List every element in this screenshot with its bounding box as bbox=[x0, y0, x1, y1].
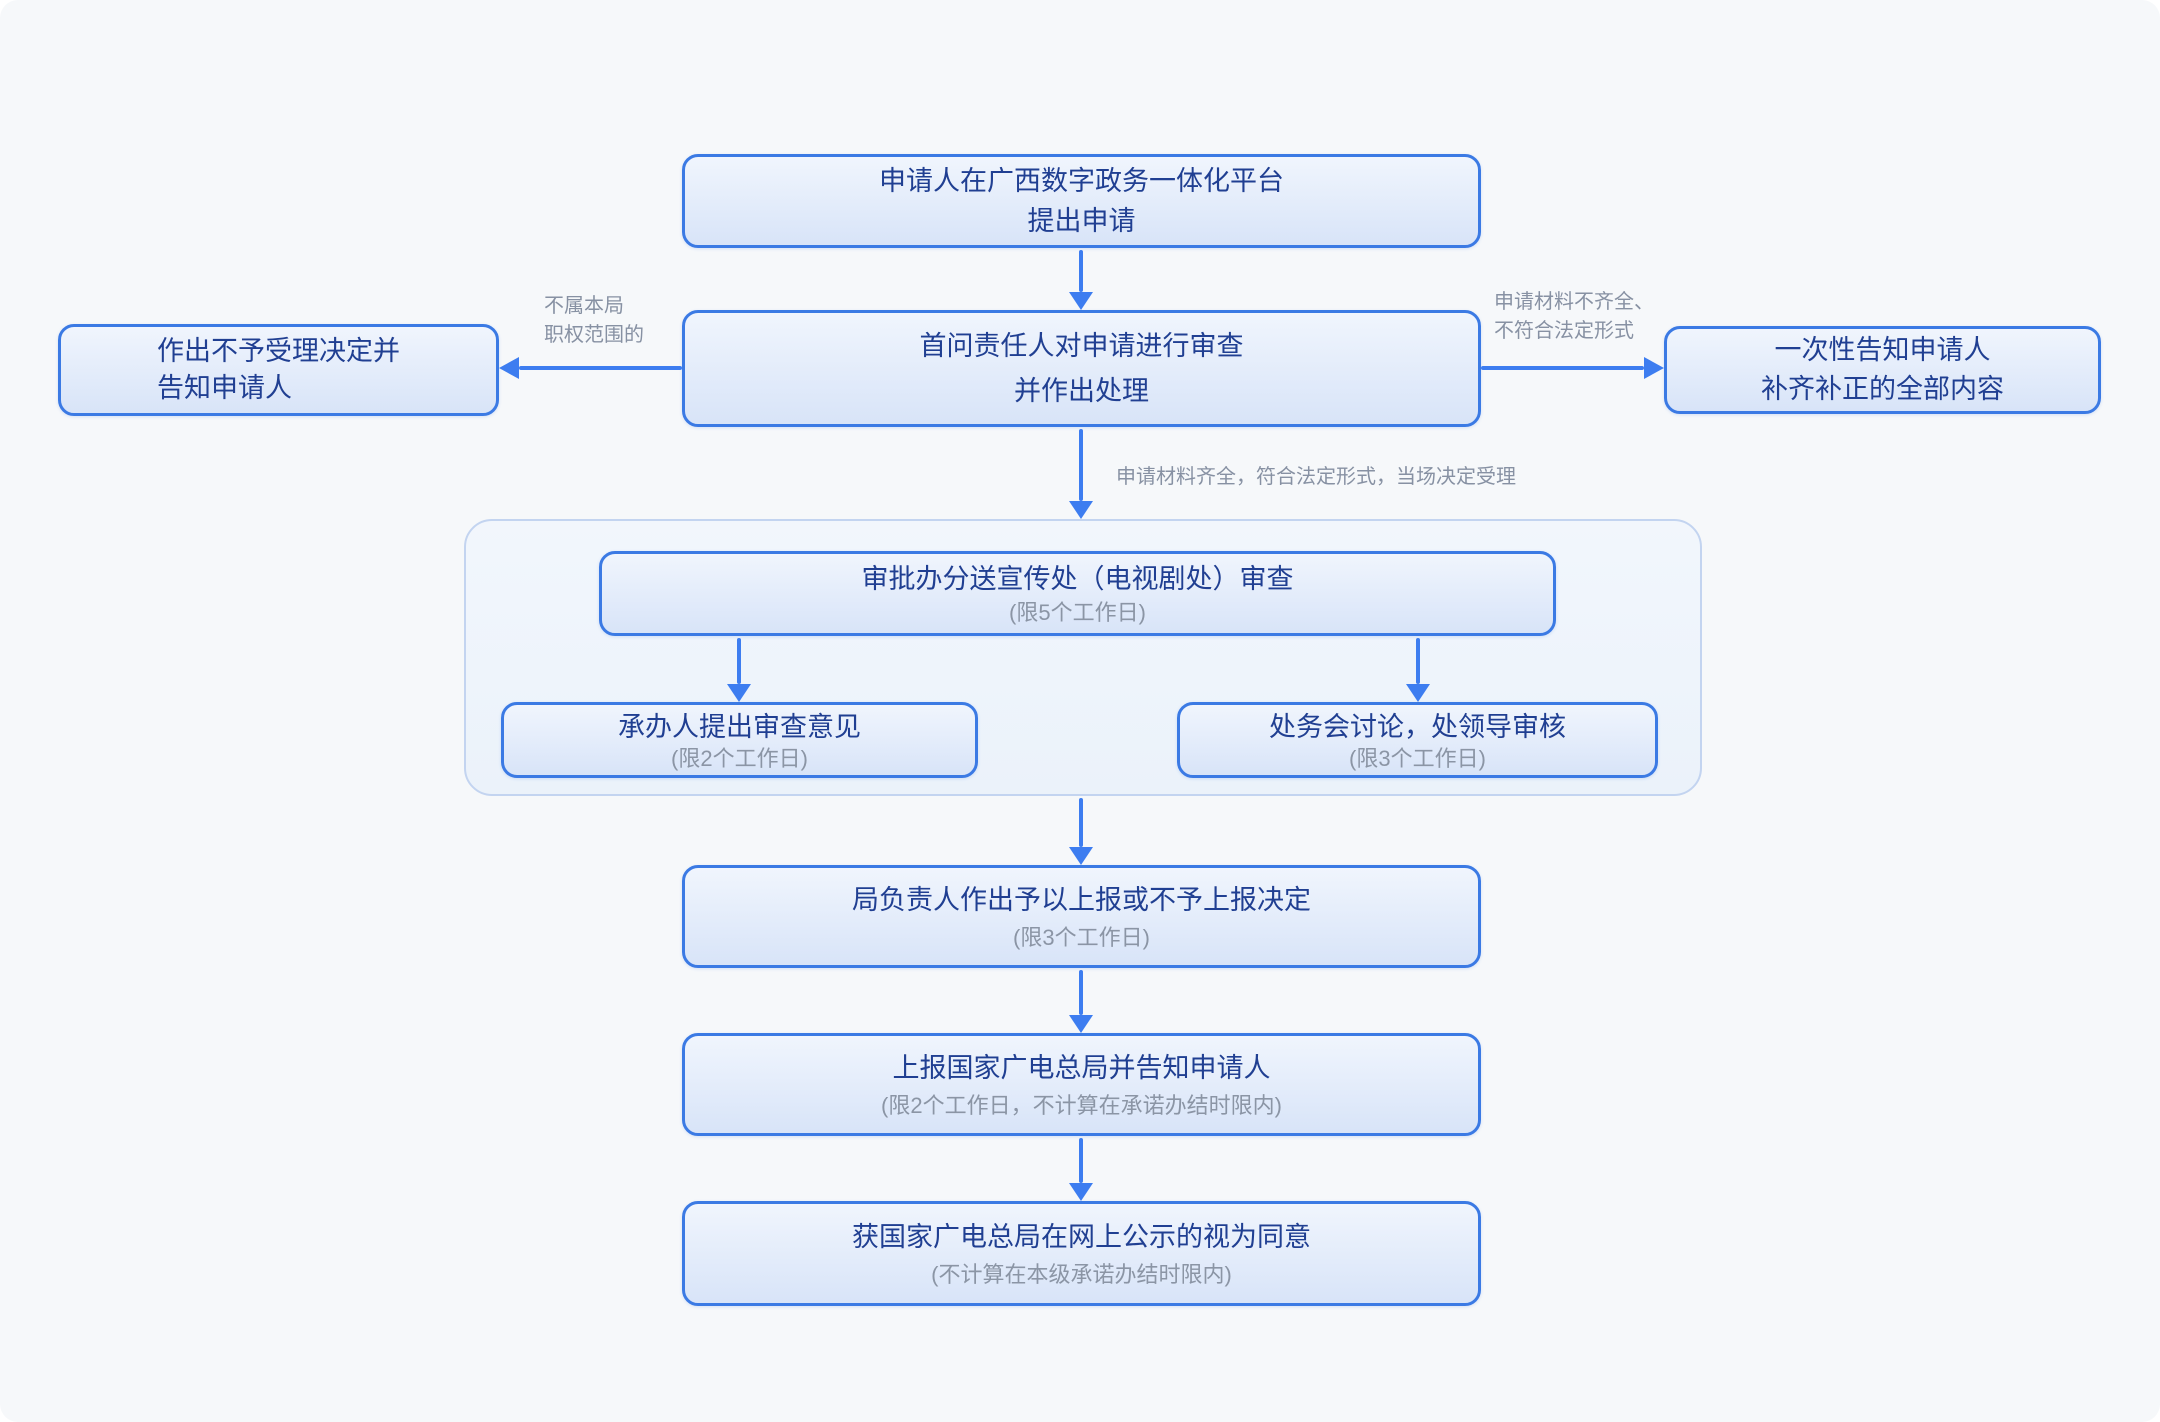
node-dispatch: 审批办分送宣传处（电视剧处）审查 (限5个工作日) bbox=[599, 551, 1556, 636]
edge-label-out-of-scope-line1: 不属本局 bbox=[544, 295, 624, 317]
node-review-line2: 并作出处理 bbox=[1014, 375, 1149, 406]
node-notify-line2: 补齐补正的全部内容 bbox=[1761, 374, 2004, 404]
node-review: 首问责任人对申请进行审查 并作出处理 bbox=[682, 310, 1481, 427]
arrowhead-review-to-reject bbox=[499, 357, 519, 379]
node-handler: 承办人提出审查意见 (限2个工作日) bbox=[501, 702, 978, 778]
node-notify-line1: 一次性告知申请人 bbox=[1774, 335, 1991, 365]
arrow-line-review-to-reject bbox=[519, 366, 682, 370]
node-apply-line1: 申请人在广西数字政务一体化平台 bbox=[879, 166, 1284, 196]
node-apply: 申请人在广西数字政务一体化平台 提出申请 bbox=[682, 154, 1481, 248]
node-director: 局负责人作出予以上报或不予上报决定 (限3个工作日) bbox=[682, 865, 1481, 968]
arrow-line-group-to-director bbox=[1079, 798, 1083, 847]
node-meeting: 处务会讨论，处领导审核 (限3个工作日) bbox=[1177, 702, 1658, 778]
arrowhead-review-to-dispatch bbox=[1069, 501, 1093, 519]
arrowhead-review-to-notify bbox=[1644, 357, 1664, 379]
edge-label-incomplete-line2: 不符合法定形式 bbox=[1494, 320, 1634, 342]
node-director-title: 局负责人作出予以上报或不予上报决定 bbox=[852, 885, 1311, 915]
arrow-line-dispatch-to-meeting bbox=[1416, 638, 1420, 684]
arrow-line-director-to-report bbox=[1079, 970, 1083, 1015]
arrow-line-dispatch-to-handler bbox=[737, 638, 741, 684]
arrow-line-report-to-publicity bbox=[1079, 1138, 1083, 1183]
edge-label-incomplete-line1: 申请材料不齐全、 bbox=[1494, 291, 1654, 313]
node-report-title: 上报国家广电总局并告知申请人 bbox=[892, 1053, 1271, 1083]
arrow-line-review-to-notify bbox=[1481, 366, 1644, 370]
node-publicity: 获国家广电总局在网上公示的视为同意 (不计算在本级承诺办结时限内) bbox=[682, 1201, 1481, 1306]
node-apply-line2: 提出申请 bbox=[1027, 206, 1136, 236]
arrowhead-dispatch-to-meeting bbox=[1406, 684, 1430, 702]
node-review-line1: 首问责任人对申请进行审查 bbox=[919, 330, 1244, 361]
arrow-line-apply-to-review bbox=[1079, 250, 1083, 292]
node-dispatch-title: 审批办分送宣传处（电视剧处）审查 bbox=[861, 564, 1294, 594]
arrowhead-apply-to-review bbox=[1069, 292, 1093, 310]
node-handler-title: 承办人提出审查意见 bbox=[618, 711, 861, 742]
node-notify: 一次性告知申请人 补齐补正的全部内容 bbox=[1664, 326, 2101, 414]
node-publicity-title: 获国家广电总局在网上公示的视为同意 bbox=[852, 1222, 1311, 1252]
node-meeting-title: 处务会讨论，处领导审核 bbox=[1269, 711, 1566, 742]
node-reject-text: 作出不予受理决定并 告知申请人 bbox=[157, 333, 400, 407]
node-director-subtitle: (限3个工作日) bbox=[1013, 925, 1150, 950]
arrowhead-group-to-director bbox=[1069, 847, 1093, 865]
node-reject-line1: 作出不予受理决定并 bbox=[157, 336, 400, 366]
node-report-subtitle: (限2个工作日，不计算在承诺办结时限内) bbox=[881, 1093, 1282, 1118]
node-reject-line2: 告知申请人 bbox=[157, 373, 292, 403]
arrowhead-report-to-publicity bbox=[1069, 1183, 1093, 1201]
node-dispatch-subtitle: (限5个工作日) bbox=[1009, 600, 1146, 625]
edge-label-out-of-scope-line2: 职权范围的 bbox=[544, 324, 644, 346]
arrow-line-review-to-dispatch bbox=[1079, 429, 1083, 501]
node-publicity-subtitle: (不计算在本级承诺办结时限内) bbox=[931, 1262, 1232, 1287]
edge-label-out-of-scope: 不属本局 职权范围的 bbox=[544, 292, 644, 350]
edge-label-incomplete: 申请材料不齐全、 不符合法定形式 bbox=[1494, 288, 1654, 346]
arrowhead-director-to-report bbox=[1069, 1015, 1093, 1033]
node-reject: 作出不予受理决定并 告知申请人 bbox=[58, 324, 499, 416]
arrowhead-dispatch-to-handler bbox=[727, 684, 751, 702]
node-meeting-subtitle: (限3个工作日) bbox=[1349, 745, 1486, 771]
node-handler-subtitle: (限2个工作日) bbox=[671, 745, 808, 771]
edge-label-accepted: 申请材料齐全，符合法定形式，当场决定受理 bbox=[1116, 466, 1516, 488]
node-report: 上报国家广电总局并告知申请人 (限2个工作日，不计算在承诺办结时限内) bbox=[682, 1033, 1481, 1136]
